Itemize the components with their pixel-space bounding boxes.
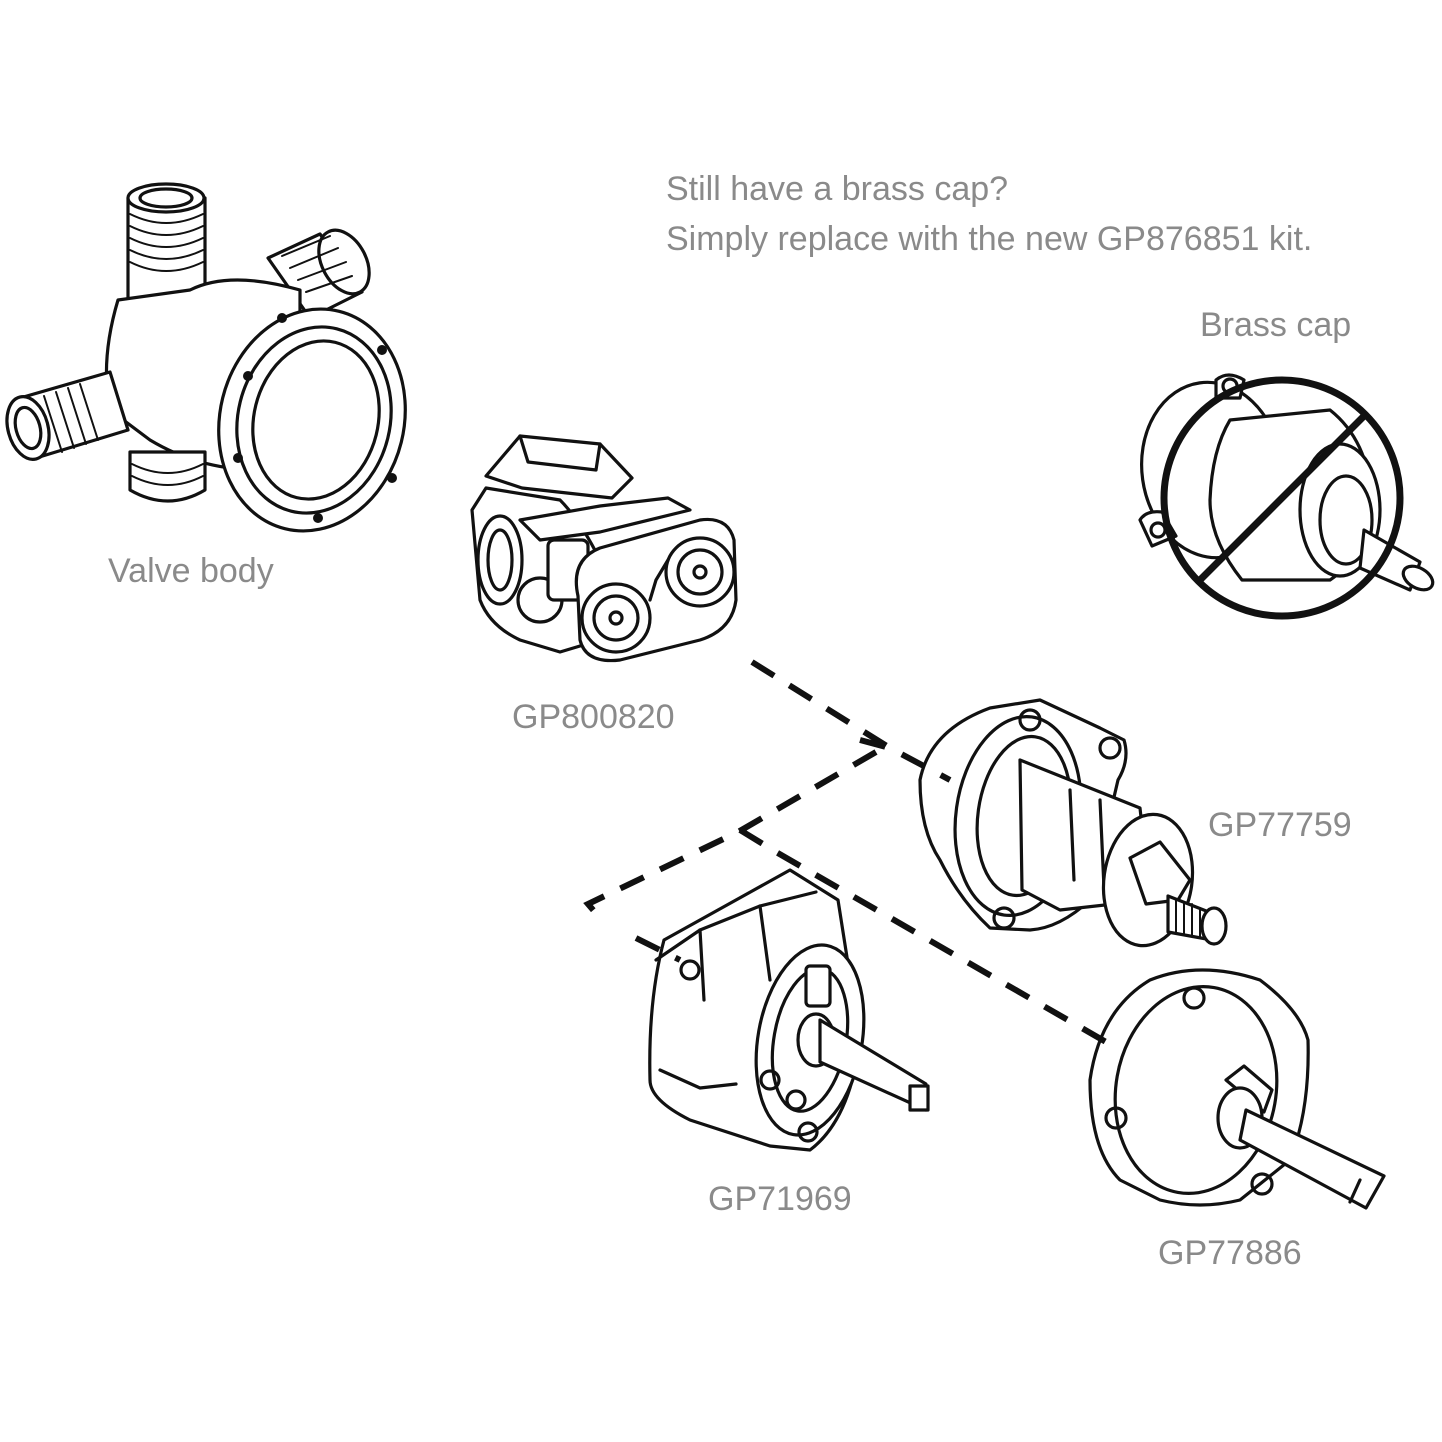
gp77759-label: GP77759: [1208, 806, 1352, 844]
gp800820-label: GP800820: [512, 698, 675, 736]
leader-lines: [583, 659, 1122, 1053]
gp71969-illustration: [648, 868, 930, 1152]
gp77886-label: GP77886: [1158, 1234, 1302, 1272]
gp800820-illustration: [470, 434, 738, 663]
valve-body-illustration: [5, 182, 407, 533]
gp71969-label: GP71969: [708, 1180, 852, 1218]
gp77759-illustration: [918, 698, 1228, 948]
brass-cap-notice: Still have a brass cap? Simply replace w…: [666, 164, 1312, 264]
notice-line-1: Still have a brass cap?: [666, 170, 1009, 208]
brass-cap-label: Brass cap: [1200, 306, 1352, 344]
brass-cap-illustration: [1138, 373, 1435, 620]
valve-body-label: Valve body: [108, 552, 274, 590]
notice-line-2: Simply replace with the new GP876851 kit…: [666, 220, 1313, 258]
gp77886-illustration: [1088, 968, 1386, 1210]
